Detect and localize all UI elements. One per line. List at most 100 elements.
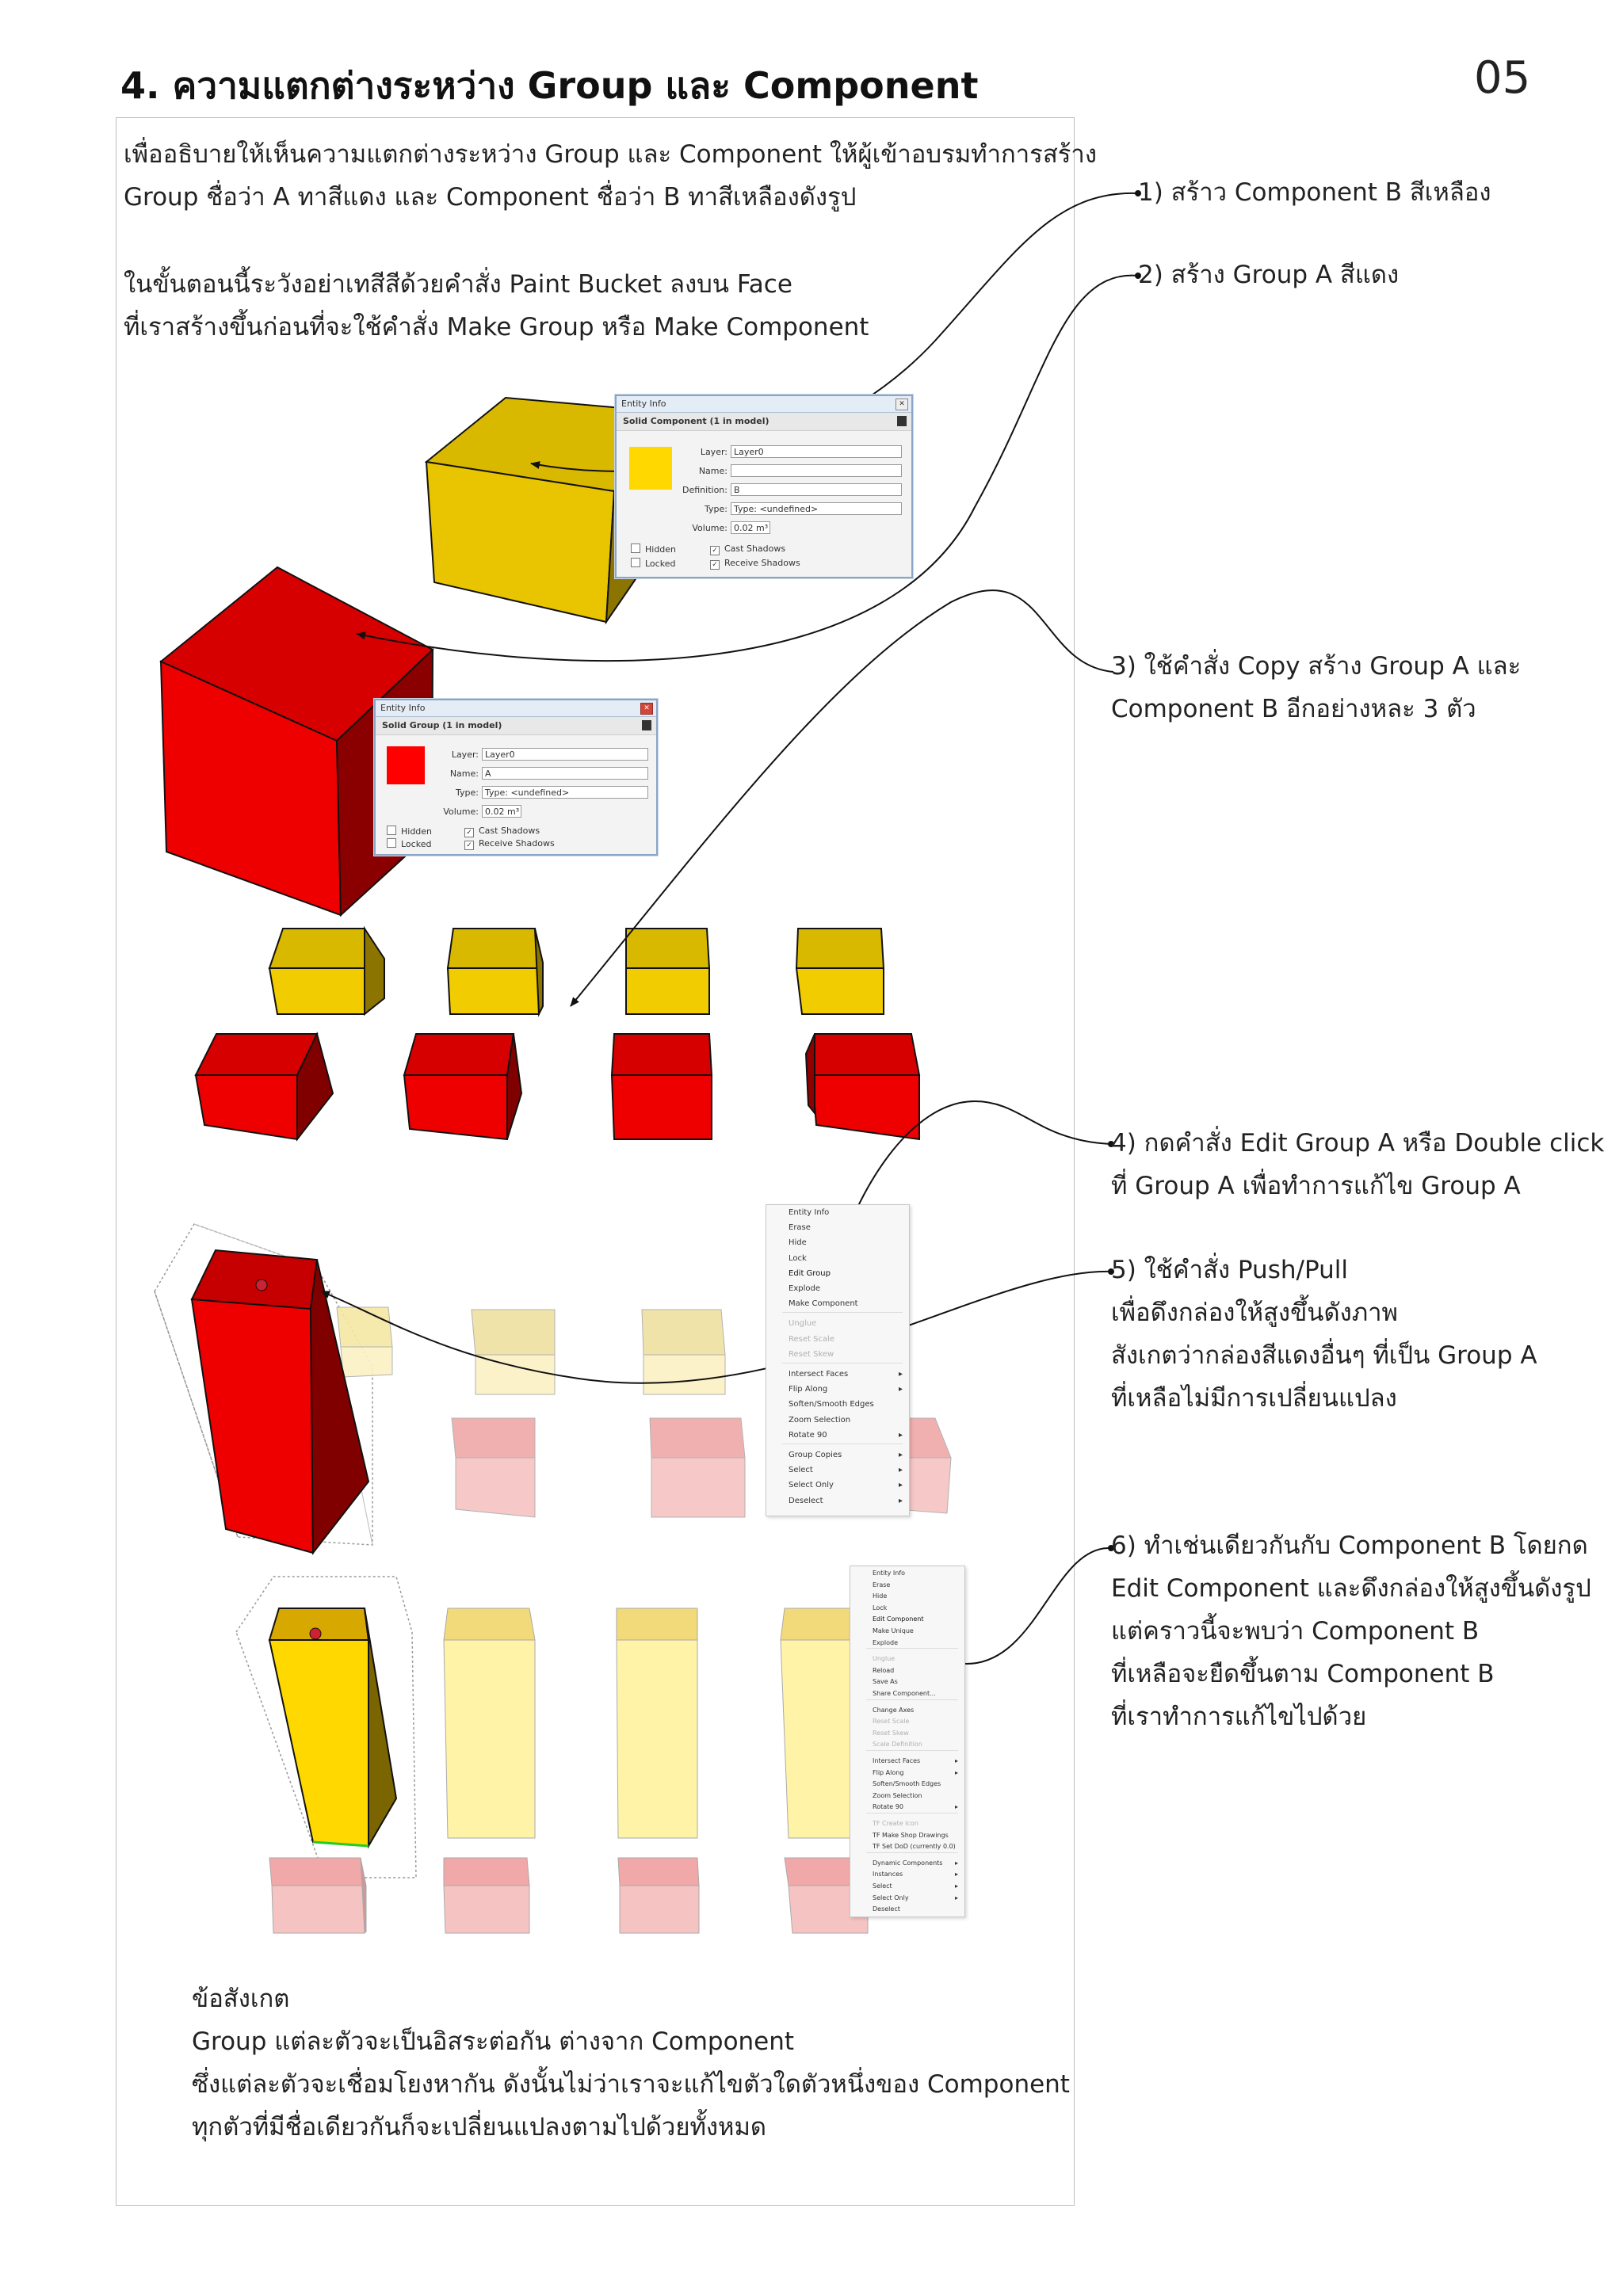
step-1-label: 1) สร้าว Component B สีเหลือง xyxy=(1138,178,1491,207)
volume-label: Volume: xyxy=(443,807,479,817)
menu-item-flip-along[interactable]: Flip Along xyxy=(789,1385,828,1394)
observation-line-1: Group แต่ละตัวจะเป็นอิสระต่อกัน ต่างจาก … xyxy=(192,2027,795,2056)
menu-separator xyxy=(866,1852,958,1853)
locked-checkbox[interactable]: Locked xyxy=(631,558,675,569)
menu-item-rotate-90[interactable]: Rotate 90 xyxy=(873,1803,903,1811)
menu-item-scale-definition[interactable]: Scale Definition xyxy=(873,1741,922,1749)
menu-item-tf-make-shop-drawings[interactable]: TF Make Shop Drawings xyxy=(873,1831,949,1839)
menu-item-deselect[interactable]: Deselect xyxy=(789,1496,823,1505)
menu-item-soften-smooth-edges[interactable]: Soften/Smooth Edges xyxy=(873,1780,941,1788)
menu-item-tf-create-icon[interactable]: TF Create Icon xyxy=(873,1820,918,1827)
menu-item-explode[interactable]: Explode xyxy=(873,1638,898,1646)
menu-item-select-only[interactable]: Select Only xyxy=(873,1894,909,1901)
menu-item-group-copies[interactable]: Group Copies xyxy=(789,1451,842,1459)
receive-shadows-label: Receive Shadows xyxy=(479,838,555,849)
observation-heading: ข้อสังเกต xyxy=(192,1985,290,2013)
menu-item-share-component[interactable]: Share Component... xyxy=(873,1690,936,1697)
layer-label: Layer: xyxy=(451,749,479,760)
menu-item-reset-skew[interactable]: Reset Skew xyxy=(789,1349,834,1359)
step-5-line-1: 5) ใช้คำสั่ง Push/Pull xyxy=(1111,1256,1348,1284)
step-5-label: 5) ใช้คำสั่ง Push/Pull เพื่อดึงกล่องให้ส… xyxy=(1111,1249,1537,1420)
menu-item-rotate-90[interactable]: Rotate 90 xyxy=(789,1430,827,1440)
menu-item-explode[interactable]: Explode xyxy=(789,1284,820,1293)
menu-item-save-as[interactable]: Save As xyxy=(873,1678,898,1686)
intro-line-1: เพื่ออธิบายให้เห็นความแตกต่างระหว่าง Gro… xyxy=(124,140,1097,169)
menu-item-select-only[interactable]: Select Only xyxy=(789,1481,834,1490)
type-select[interactable]: Type: <undefined> xyxy=(731,502,902,515)
hidden-label: Hidden xyxy=(401,826,433,837)
menu-item-entity-info[interactable]: Entity Info xyxy=(873,1569,906,1577)
menu-item-lock[interactable]: Lock xyxy=(873,1604,888,1611)
menu-item-reset-scale[interactable]: Reset Scale xyxy=(873,1718,910,1726)
name-input[interactable] xyxy=(731,464,902,477)
close-icon[interactable]: ✕ xyxy=(896,399,908,410)
submenu-arrow-icon: ▸ xyxy=(898,1466,903,1475)
menu-item-erase[interactable]: Erase xyxy=(873,1581,891,1589)
menu-item-edit-group[interactable]: Edit Group xyxy=(789,1268,831,1278)
dialog-header: Solid Component (1 in model) xyxy=(617,413,911,431)
locked-checkbox[interactable]: Locked xyxy=(387,838,431,849)
menu-item-unglue[interactable]: Unglue xyxy=(873,1655,896,1663)
cast-shadows-label: Cast Shadows xyxy=(724,543,786,554)
collapse-icon[interactable] xyxy=(642,720,651,730)
hidden-checkbox[interactable]: Hidden xyxy=(387,826,432,837)
dialog-title: Entity Info xyxy=(380,703,426,713)
menu-item-make-component[interactable]: Make Component xyxy=(789,1299,858,1309)
menu-item-zoom-selection[interactable]: Zoom Selection xyxy=(873,1791,922,1799)
content-frame xyxy=(116,117,1075,2206)
step-6-line-4: ที่เหลือจะยืดขึ้นตาม Component B xyxy=(1111,1660,1495,1688)
submenu-arrow-icon: ▸ xyxy=(954,1768,958,1776)
menu-item-erase[interactable]: Erase xyxy=(789,1223,811,1233)
dialog-header-text: Solid Component (1 in model) xyxy=(623,416,769,426)
definition-input[interactable]: B xyxy=(731,483,902,496)
menu-item-hide[interactable]: Hide xyxy=(789,1238,807,1248)
step-5-line-3: สังเกตว่ากล่องสีแดงอื่นๆ ที่เป็น Group A xyxy=(1111,1341,1537,1370)
menu-item-unglue[interactable]: Unglue xyxy=(789,1319,817,1329)
receive-shadows-checkbox[interactable]: ✓Receive Shadows xyxy=(464,838,555,850)
menu-item-tf-set-dod-currently-0-0[interactable]: TF Set DoD (currently 0.0) xyxy=(873,1843,956,1851)
menu-item-change-axes[interactable]: Change Axes xyxy=(873,1706,915,1714)
menu-item-zoom-selection[interactable]: Zoom Selection xyxy=(789,1415,851,1425)
menu-item-intersect-faces[interactable]: Intersect Faces xyxy=(873,1757,921,1764)
menu-item-dynamic-components[interactable]: Dynamic Components xyxy=(873,1859,943,1867)
menu-item-select[interactable]: Select xyxy=(873,1882,892,1890)
menu-item-reset-scale[interactable]: Reset Scale xyxy=(789,1334,835,1344)
close-icon[interactable]: ✕ xyxy=(640,703,653,715)
hidden-checkbox[interactable]: Hidden xyxy=(631,543,676,555)
cast-shadows-checkbox[interactable]: ✓Cast Shadows xyxy=(710,543,785,555)
menu-separator xyxy=(866,1648,958,1650)
submenu-arrow-icon: ▸ xyxy=(898,1451,903,1459)
receive-shadows-checkbox[interactable]: ✓Receive Shadows xyxy=(710,558,800,570)
menu-item-soften-smooth-edges[interactable]: Soften/Smooth Edges xyxy=(789,1400,874,1409)
menu-item-entity-info[interactable]: Entity Info xyxy=(789,1208,830,1217)
type-select[interactable]: Type: <undefined> xyxy=(482,786,648,799)
dialog-header: Solid Group (1 in model) xyxy=(376,717,656,735)
intro-paragraph-2: ในขั้นตอนนี้ระวังอย่าเทสีสีด้วยคำสั่ง Pa… xyxy=(124,263,869,349)
name-input[interactable]: A xyxy=(482,767,648,780)
cast-shadows-checkbox[interactable]: ✓Cast Shadows xyxy=(464,826,540,837)
menu-item-edit-component[interactable]: Edit Component xyxy=(873,1615,924,1623)
menu-item-lock[interactable]: Lock xyxy=(789,1253,807,1263)
submenu-arrow-icon: ▸ xyxy=(898,1496,903,1505)
menu-item-reload[interactable]: Reload xyxy=(873,1666,895,1674)
material-swatch[interactable] xyxy=(387,746,425,784)
menu-item-reset-skew[interactable]: Reset Skew xyxy=(873,1729,909,1737)
collapse-icon[interactable] xyxy=(897,416,907,426)
menu-item-hide[interactable]: Hide xyxy=(873,1592,888,1600)
menu-item-flip-along[interactable]: Flip Along xyxy=(873,1768,904,1776)
submenu-arrow-icon: ▸ xyxy=(898,1481,903,1490)
menu-item-make-unique[interactable]: Make Unique xyxy=(873,1627,914,1634)
observation-line-2: ซึ่งแต่ละตัวจะเชื่อมโยงหากัน ดังนั้นไม่ว… xyxy=(192,2070,1070,2099)
layer-select[interactable]: Layer0 xyxy=(482,748,648,761)
menu-item-select[interactable]: Select xyxy=(789,1466,813,1475)
menu-item-deselect[interactable]: Deselect xyxy=(873,1905,900,1913)
menu-item-instances[interactable]: Instances xyxy=(873,1871,903,1878)
material-swatch[interactable] xyxy=(629,447,672,490)
submenu-arrow-icon: ▸ xyxy=(898,1430,903,1440)
layer-select[interactable]: Layer0 xyxy=(731,445,902,458)
volume-value: 0.02 m³ xyxy=(731,521,770,534)
name-label: Name: xyxy=(449,769,479,779)
menu-item-intersect-faces[interactable]: Intersect Faces xyxy=(789,1370,849,1379)
